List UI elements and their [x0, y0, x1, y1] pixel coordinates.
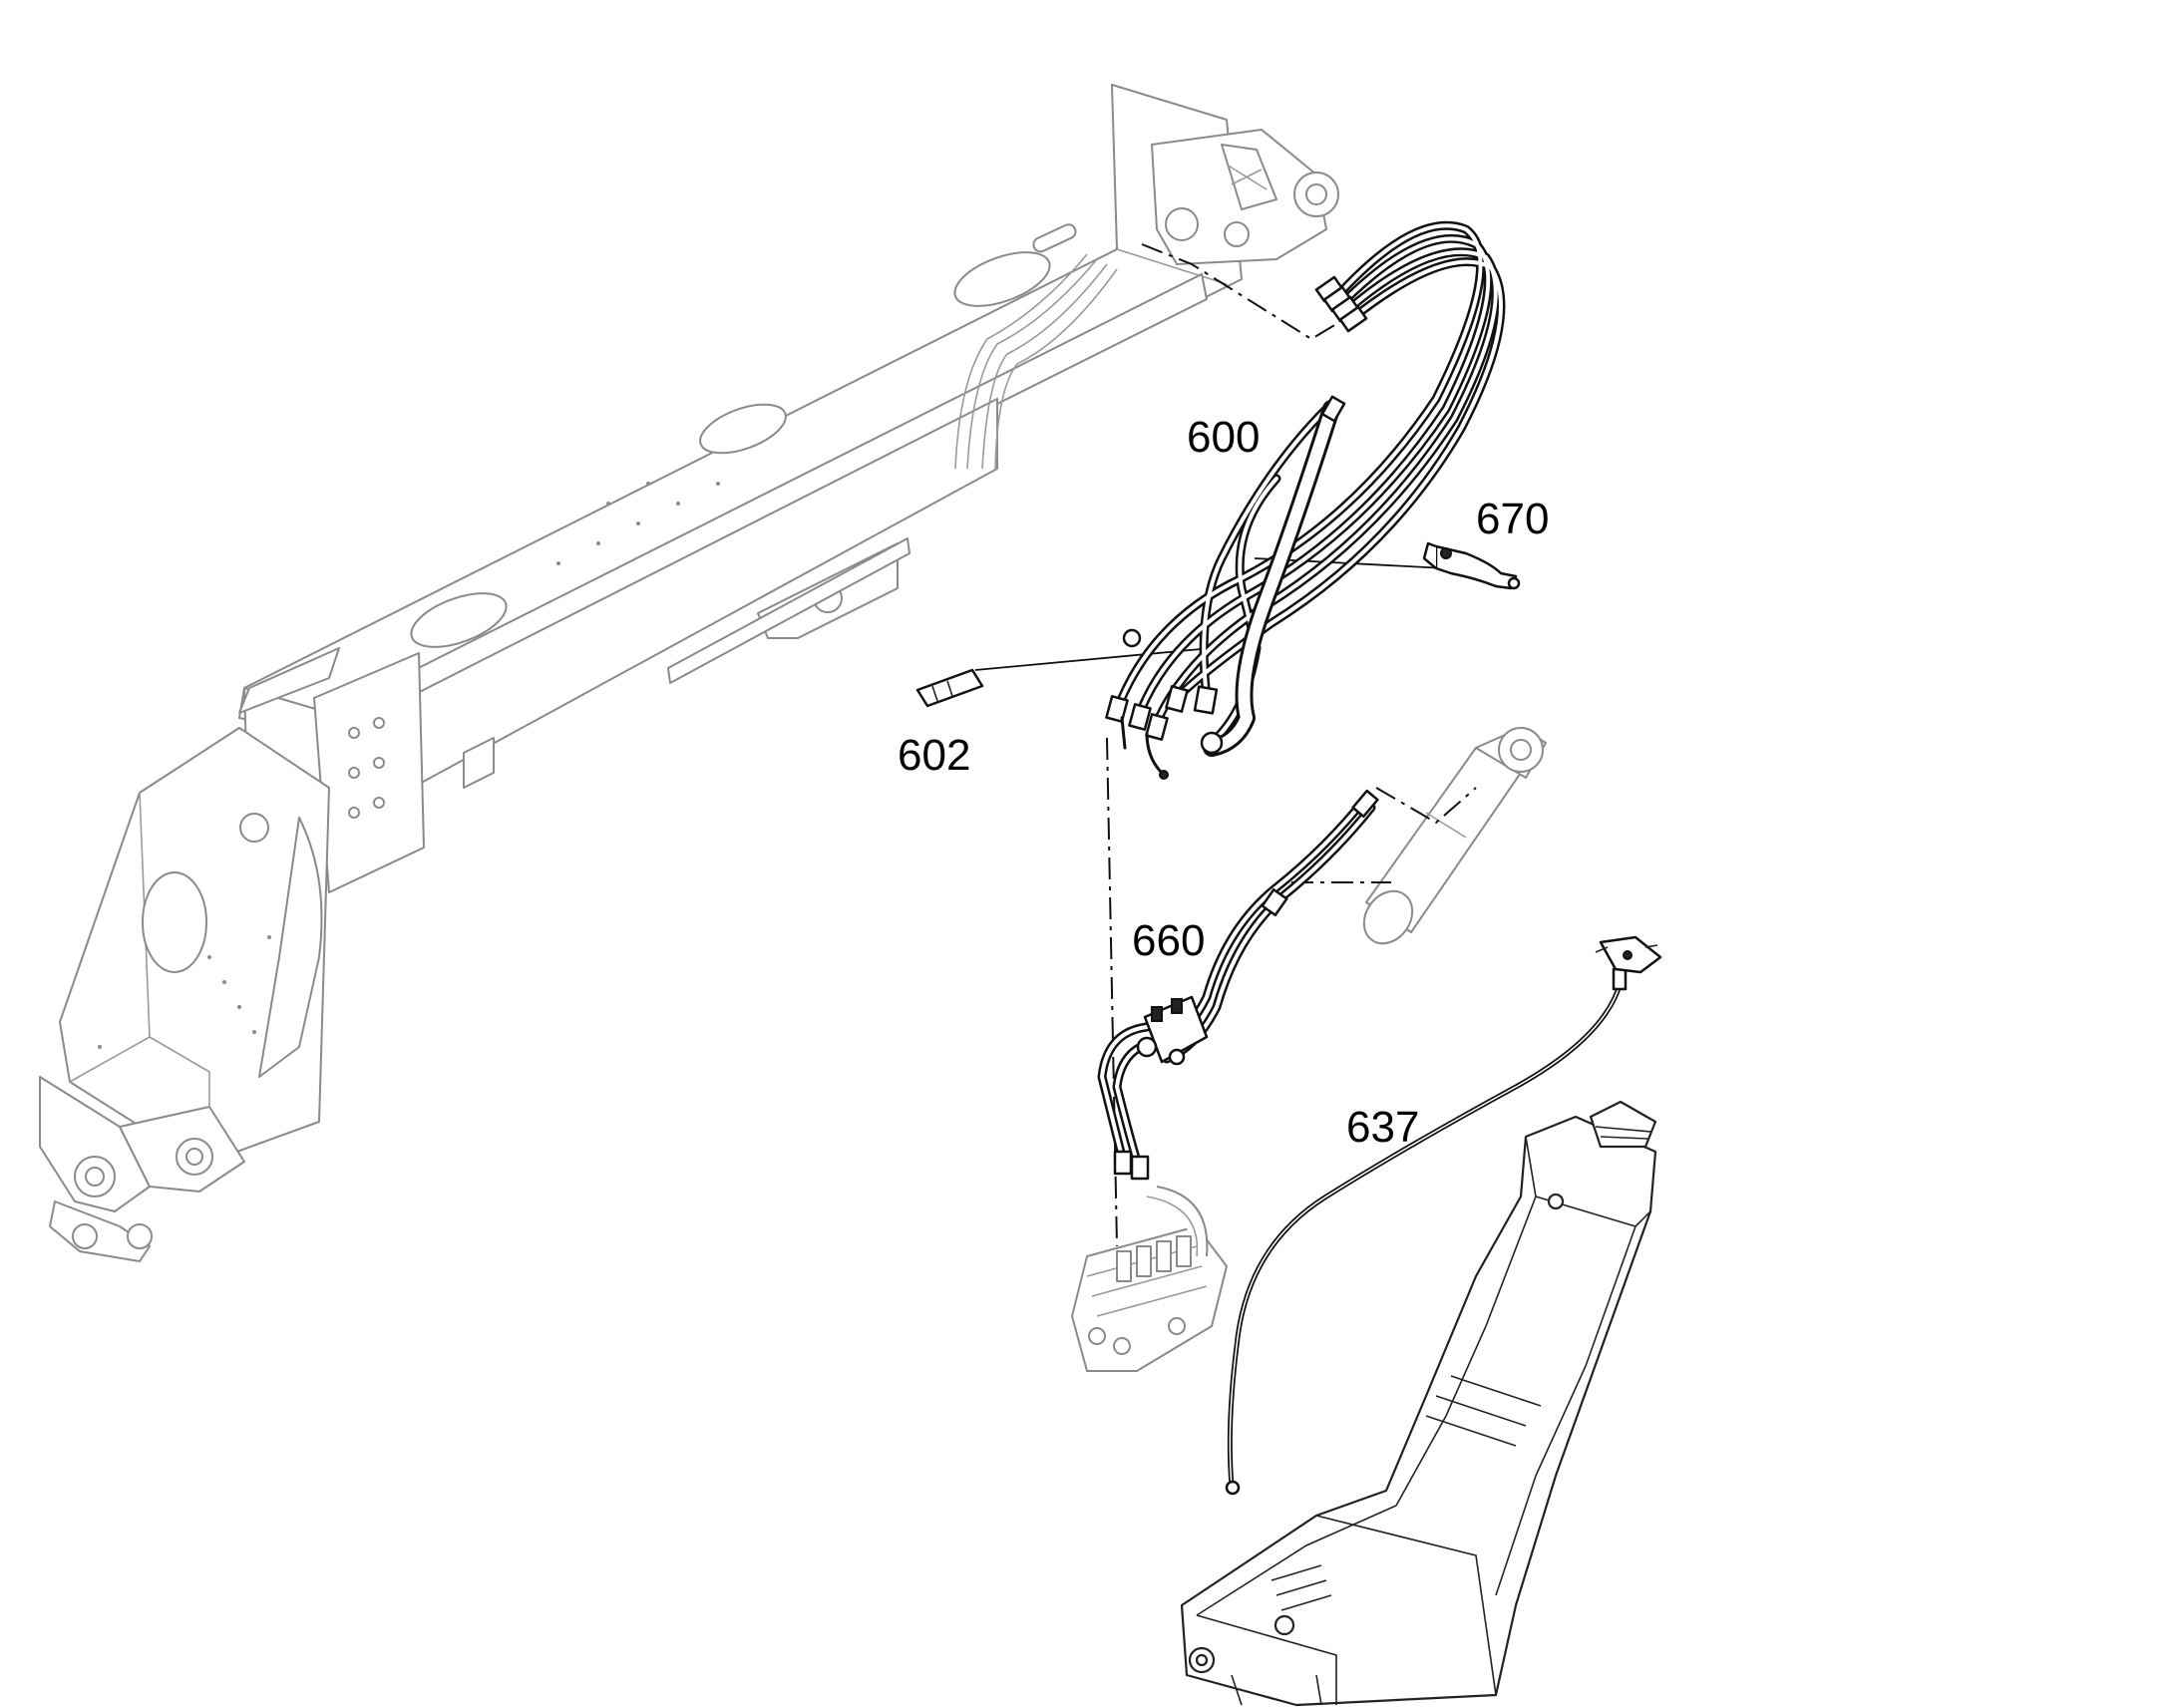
fittings-600-top — [1314, 275, 1368, 423]
callout-600: 600 — [1187, 413, 1260, 462]
callout-602: 602 — [898, 731, 970, 780]
callout-660: 660 — [1132, 916, 1205, 965]
dashdot-line-cylinder — [1375, 787, 1477, 825]
hose-group-600[interactable] — [915, 220, 1521, 780]
callout-637: 637 — [1346, 1103, 1419, 1152]
clamp-670[interactable] — [1422, 541, 1521, 590]
sleeve-602[interactable] — [915, 668, 984, 708]
callout-labels: 600 602 670 660 637 — [898, 413, 1549, 1152]
fittings-600-bottom — [1105, 628, 1224, 780]
cable-637[interactable] — [1225, 935, 1662, 1496]
hose-group-660[interactable] — [1097, 789, 1379, 1181]
boom-arm-ghost — [39, 84, 1339, 1262]
beam-rivets — [556, 482, 720, 565]
control-valve-ghost — [1071, 1186, 1228, 1372]
plate-bolts — [348, 717, 385, 819]
callout-670: 670 — [1476, 495, 1549, 543]
arm-dots — [98, 935, 271, 1049]
fittings-660 — [1113, 789, 1379, 1181]
hydraulic-tank — [1180, 1100, 1657, 1707]
hydraulic-cylinder-ghost — [1362, 727, 1547, 945]
dashdot-line-vertical — [1106, 737, 1118, 1247]
dashdot-line-top — [1141, 243, 1337, 341]
